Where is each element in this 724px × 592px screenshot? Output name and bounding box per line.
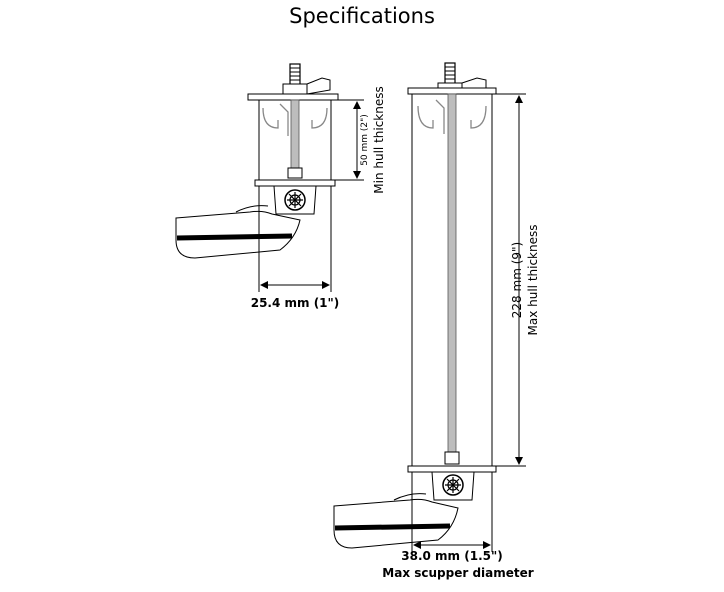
min-hull-thickness-label: Min hull thickness [372, 86, 386, 193]
max-hull-thickness-label: Max hull thickness [526, 225, 540, 336]
max-hull-thickness-dimension: 228 mm (9") Max hull thickness [492, 93, 540, 467]
max-width-label: 38.0 mm (1.5") [401, 549, 502, 563]
max-width-dimension: 38.0 mm (1.5") Max scupper diameter [382, 472, 534, 580]
min-hull-transducer [175, 63, 339, 259]
min-hull-thickness-dimension: 50 mm (2") Min hull thickness [330, 86, 386, 194]
page-title: Specifications [289, 4, 435, 28]
min-hull-thickness-value: 50 mm (2") [360, 114, 370, 166]
max-width-caption: Max scupper diameter [382, 566, 533, 580]
max-hull-transducer [333, 62, 497, 549]
min-width-label: 25.4 mm (1") [251, 296, 340, 310]
max-hull-thickness-value: 228 mm (9") [510, 242, 524, 318]
min-width-dimension: 25.4 mm (1") [251, 186, 340, 310]
